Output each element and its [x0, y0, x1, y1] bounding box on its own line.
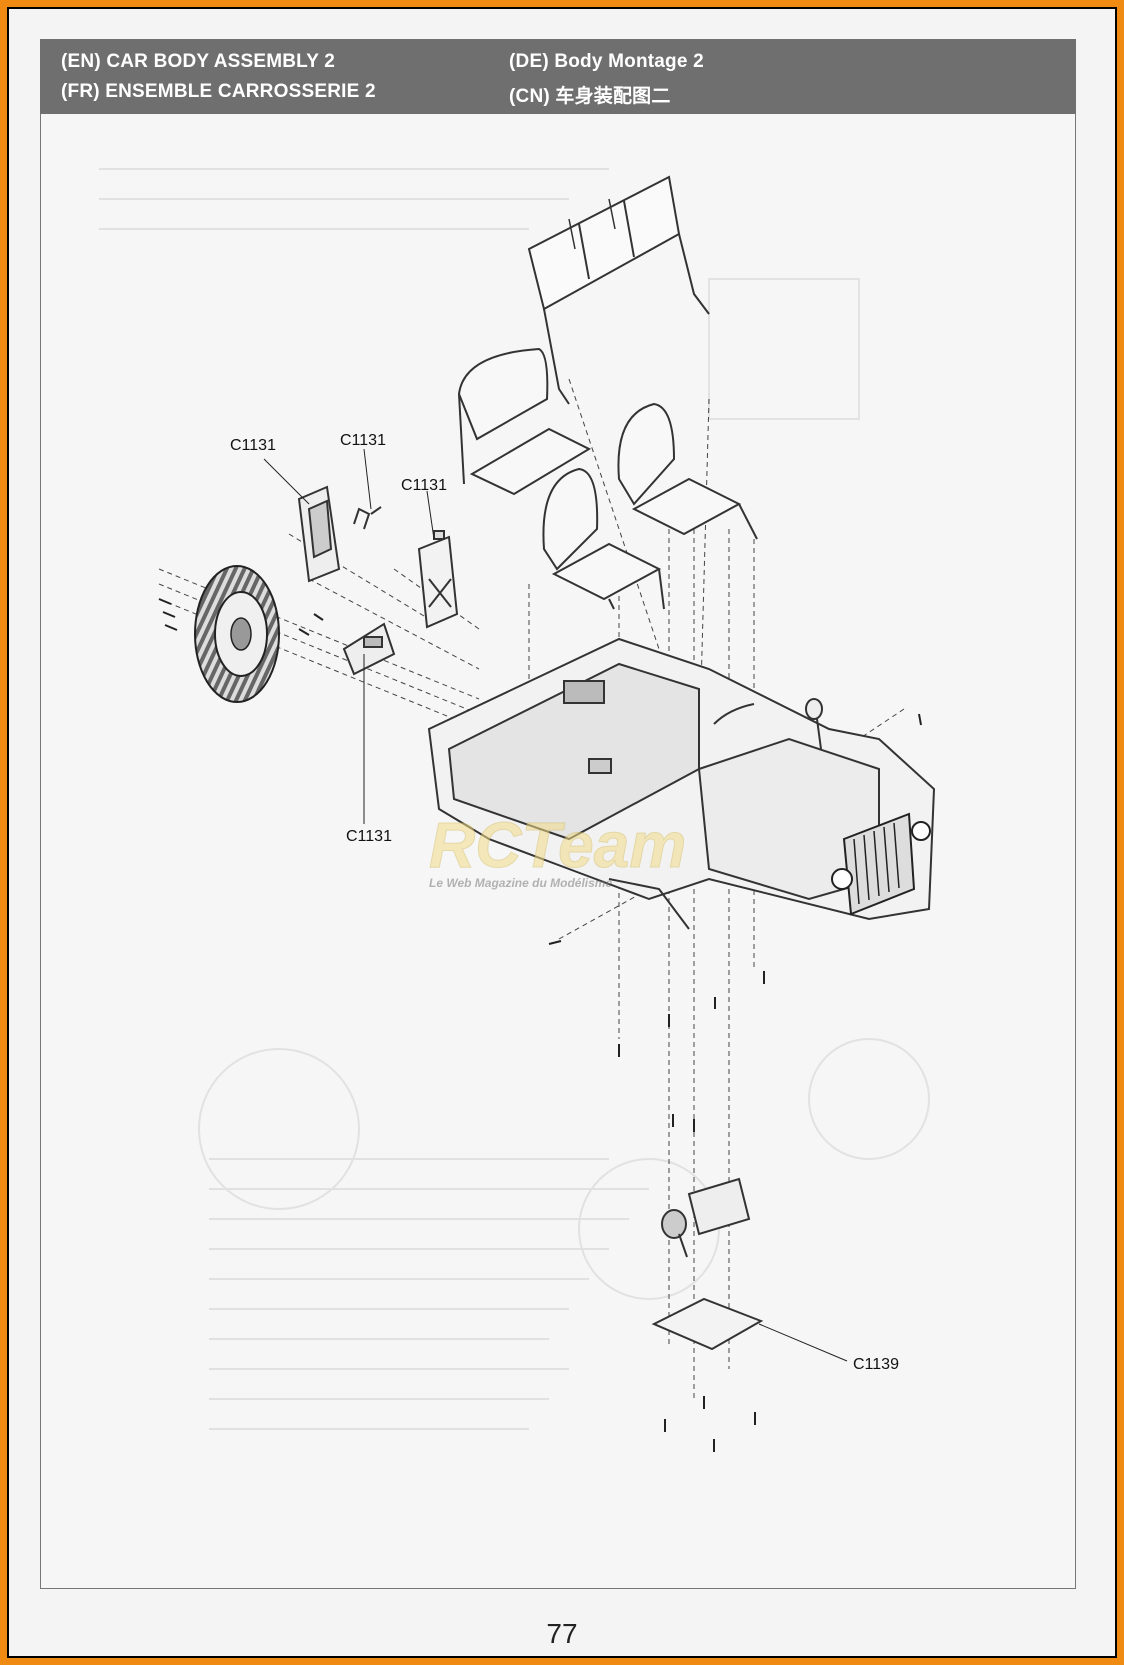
watermark-logo: RCTeam Le Web Magazine du Modélisme — [429, 809, 687, 891]
rear-bench-seat — [457, 347, 592, 496]
assembly-diagram: RCTeam Le Web Magazine du Modélisme — [99, 168, 936, 1452]
callout-wheel-mount: C1131 — [346, 828, 392, 845]
body-screws — [548, 713, 922, 1132]
callout-jerry-can-bracket: C1131 — [230, 437, 276, 454]
callout-bracket-clip: C1131 — [340, 432, 386, 449]
jerry-can-bracket — [297, 485, 341, 583]
windshield-frame — [527, 175, 710, 405]
car-body-tub — [427, 637, 936, 930]
front-seat-right — [617, 402, 758, 540]
front-seat-left — [542, 467, 665, 610]
title-banner: (EN) CAR BODY ASSEMBLY 2 (FR) ENSEMBLE C… — [40, 39, 1076, 114]
servo-mount-plate — [651, 1297, 764, 1351]
title-fr: (FR) ENSEMBLE CARROSSERIE 2 — [61, 81, 376, 102]
callout-jerry-can: C1131 — [401, 477, 447, 494]
bracket-clip — [353, 506, 382, 530]
wheel-mount-bracket — [342, 622, 396, 676]
page-number: 77 — [546, 1618, 578, 1649]
jerry-can — [417, 530, 459, 629]
title-en: (EN) CAR BODY ASSEMBLY 2 — [61, 51, 336, 72]
steering-servo — [661, 1177, 751, 1258]
title-de: (DE) Body Montage 2 — [509, 51, 704, 72]
callout-leader-lines — [263, 448, 848, 1362]
radiator-grille — [831, 812, 931, 916]
callout-servo-plate: C1139 — [853, 1356, 899, 1373]
side-mirror — [805, 698, 823, 750]
wheel-bolts — [158, 598, 324, 636]
plate-screws — [664, 1396, 756, 1452]
watermark-brand: RCTeam — [429, 809, 686, 881]
title-cn: (CN) 车身装配图二 — [509, 86, 671, 107]
spare-wheel — [194, 565, 280, 703]
watermark-tagline: Le Web Magazine du Modélisme — [429, 876, 612, 890]
